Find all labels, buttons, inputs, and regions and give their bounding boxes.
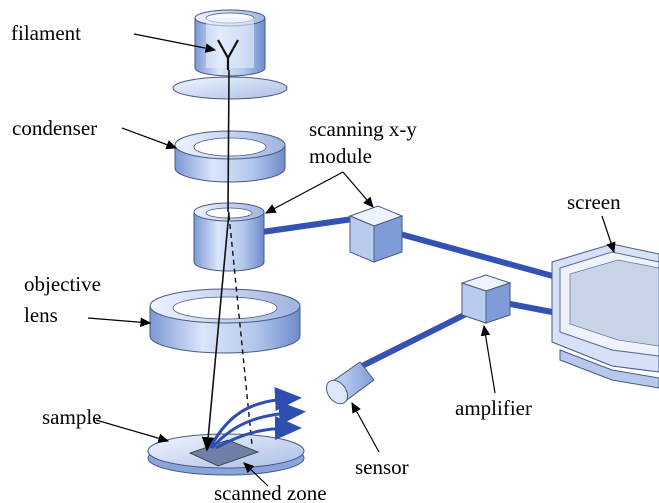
condenser-label: condenser: [12, 116, 97, 140]
objective-lens-ring: [149, 288, 301, 354]
scanning-module-label-line2: module: [309, 144, 372, 168]
sensor-cylinder: [325, 361, 375, 405]
screen-label: screen: [567, 190, 621, 214]
aperture-disk: [172, 76, 288, 100]
scanned-zone-label: scanned zone: [214, 481, 327, 503]
leader-arrows: [87, 33, 616, 487]
scanning-module-label-line1: scanning x-y: [309, 117, 417, 141]
sensor-label: sensor: [355, 455, 409, 479]
amplifier-label: amplifier: [455, 396, 532, 420]
objective-label-line2: lens: [24, 303, 58, 327]
scanning-coil: [193, 202, 265, 272]
condenser-ring: [174, 130, 286, 183]
monitor: [551, 243, 659, 389]
sample-disk: [147, 433, 305, 476]
sample-label: sample: [42, 405, 101, 429]
filament-housing: [194, 9, 266, 77]
emitted-signal-arrows: [208, 387, 306, 450]
amplifier-box: [460, 274, 512, 324]
scanning-module-box: [348, 205, 404, 263]
filament-label: filament: [11, 21, 81, 45]
cables: [261, 215, 561, 375]
objective-label-line1: objective: [24, 272, 101, 296]
